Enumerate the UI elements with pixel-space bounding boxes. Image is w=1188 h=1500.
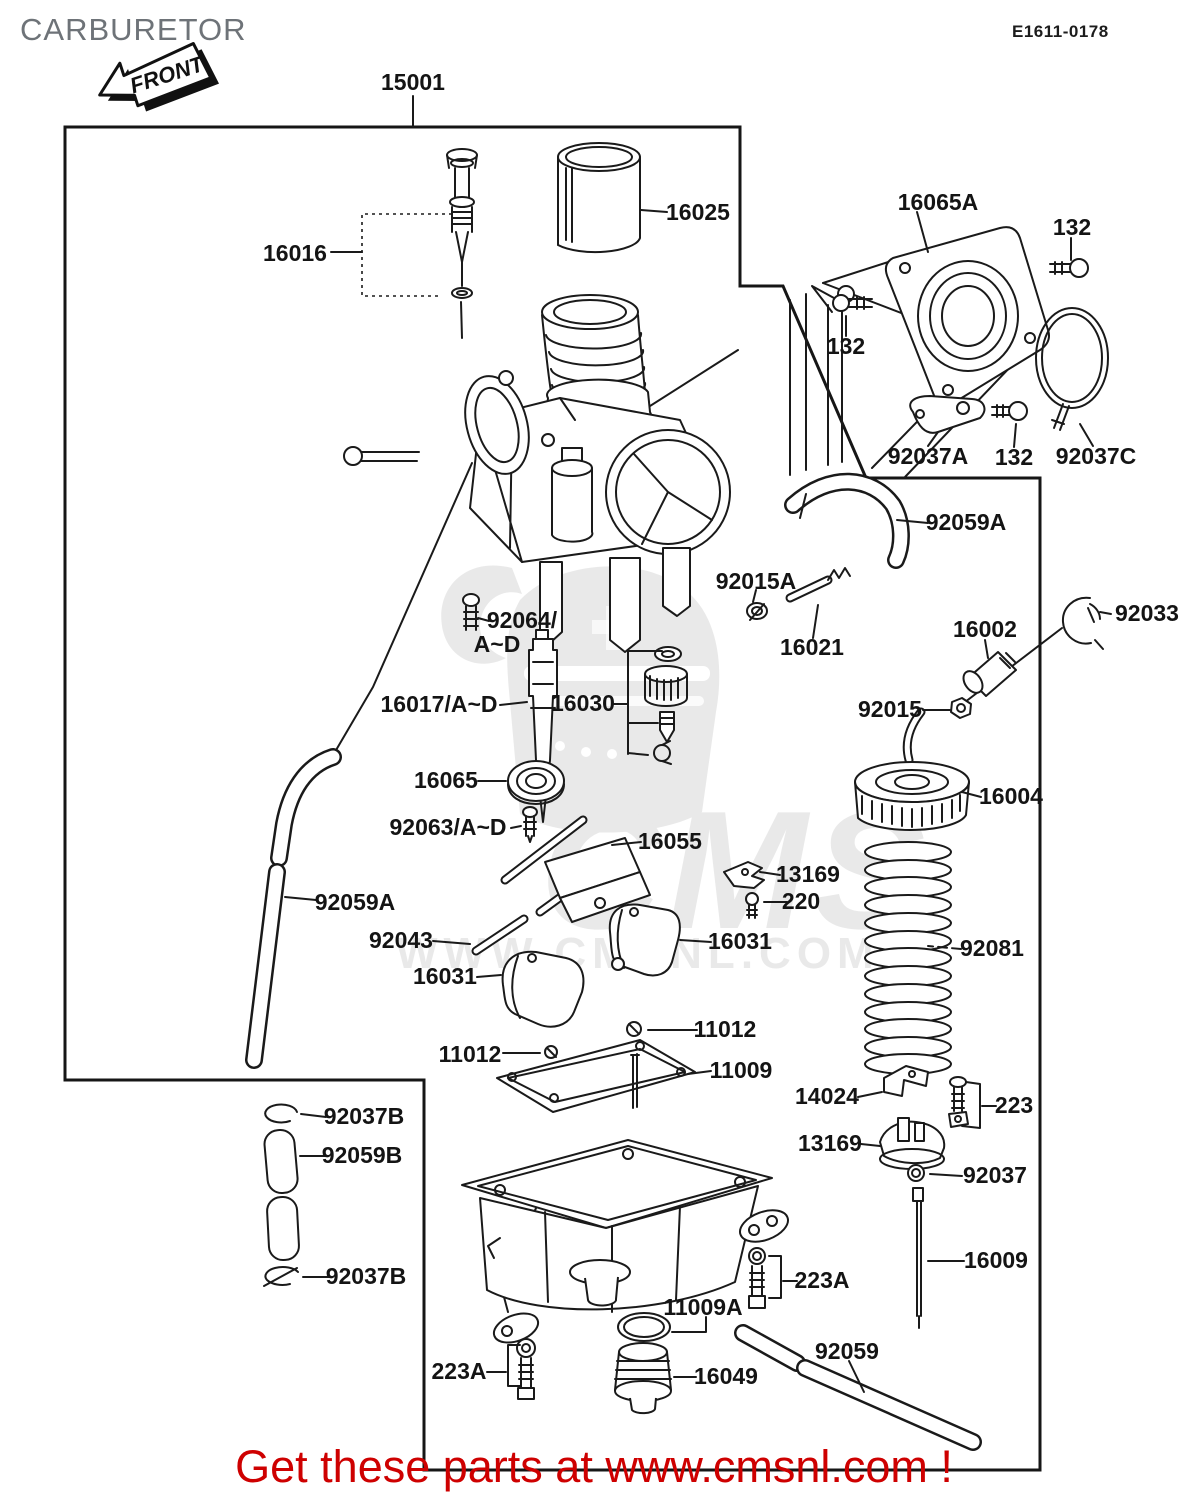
float-pin-92043-drawing [471,914,529,956]
part-label-92033: 92033 [1115,600,1179,626]
adjuster-16002-drawing [962,651,1017,697]
part-label-11009: 11009 [710,1057,773,1083]
part-number-labels: 15001 16016 16025 16065A 132 132 92037A … [263,69,1179,1389]
part-label-16009: 16009 [964,1247,1028,1273]
screws-11012-drawing [544,1021,642,1059]
part-label-92059A-left: 92059A [315,889,396,915]
part-label-11012-right: 11012 [694,1016,757,1042]
part-label-16004: 16004 [979,783,1043,809]
label-leader-lines [284,209,1112,1393]
screw-16021-drawing [746,567,851,621]
part-label-16065: 16065 [414,767,478,793]
part-label-11012-left: 11012 [439,1041,502,1067]
part-label-16031-left: 16031 [413,963,477,989]
page-title: CARBURETOR [20,12,247,47]
part-label-16021: 16021 [780,634,844,660]
part-label-92037: 92037 [963,1162,1027,1188]
front-arrow: FRONT [98,42,219,112]
bearing-16065-drawing [507,760,565,805]
part-label-92037C: 92037C [1056,443,1137,469]
document-code: E1611-0178 [1012,22,1109,41]
part-label-92063: 92063/A~D [390,814,507,840]
part-label-223: 223 [995,1092,1033,1118]
float-16031-right-drawing [608,903,681,977]
clamp-92037C-drawing [1035,307,1109,431]
part-label-16049: 16049 [694,1363,758,1389]
part-label-132-top: 132 [1053,214,1091,240]
part-label-92064-range: A~D [474,631,521,657]
part-label-220: 220 [782,888,820,914]
part-label-16002: 16002 [953,616,1017,642]
intake-manifold-16065A-drawing [884,226,1050,406]
part-label-92015A: 92015A [716,568,797,594]
float-16031-left-drawing [501,950,585,1028]
part-label-92064: 92064/ [487,607,558,633]
bracket-16055-drawing [500,815,651,923]
part-label-92059A-right: 92059A [926,509,1007,535]
spring-92081-drawing [864,841,952,1075]
drain-plug-16049-drawing [614,1342,672,1415]
part-label-13169-top: 13169 [776,861,840,887]
part-label-13169-bottom: 13169 [798,1130,862,1156]
part-label-16016: 16016 [263,240,327,266]
part-label-16017: 16017/A~D [381,691,498,717]
part-label-14024: 14024 [795,1083,859,1109]
part-label-92081: 92081 [960,935,1024,961]
part-label-16055: 16055 [638,828,702,854]
hose-92059-drawing [734,1324,982,1451]
part-label-92059: 92059 [815,1338,879,1364]
cap-16004-drawing [854,707,970,831]
part-label-223A-left: 223A [432,1358,487,1384]
part-label-223A-right: 223A [795,1267,850,1293]
part-label-92037B-bottom: 92037B [326,1263,407,1289]
part-label-92043: 92043 [369,927,433,953]
holder-92037A-drawing [909,395,986,434]
footer-promo-text: Get these parts at www.cmsnl.com ! [235,1441,953,1492]
gasket-drawing [496,1039,696,1113]
nut-92015-drawing [950,697,972,719]
part-label-16030: 16030 [551,690,615,716]
part-label-92037B-top: 92037B [324,1103,405,1129]
bolt-132-drawings [811,258,1089,421]
float-valve-parts-drawing [879,1065,969,1329]
part-label-11009A: 11009A [663,1294,742,1320]
part-label-132-bottom: 132 [995,444,1033,470]
part-label-92037A: 92037A [888,443,969,469]
part-label-16025: 16025 [666,199,730,225]
float-bowl-11009-drawing [461,1139,773,1313]
hose-92059A-left-drawing [245,748,342,1069]
screw-92063-drawing [522,806,538,843]
part-label-16065A: 16065A [898,189,979,215]
throttle-valve-16025-drawing [557,142,641,254]
part-label-15001: 15001 [381,69,445,95]
drain-bolt-223A-right-drawing [739,1209,789,1309]
part-label-92015: 92015 [858,696,922,722]
drain-bolt-223A-left-drawing [492,1312,540,1400]
needle-valve-16016-drawing [361,148,478,339]
carburetor-body-drawing [343,285,855,653]
part-label-132-left: 132 [827,333,865,359]
lever-13169-upper-drawing [723,861,765,919]
screw-92064-drawing [462,593,480,631]
clip-92033-drawing [1061,596,1104,650]
part-label-92059B: 92059B [322,1142,403,1168]
oring-11009A-drawing [617,1312,671,1342]
jet-set-16030-drawing [627,646,688,765]
part-label-16031-right: 16031 [708,928,772,954]
hose-92059A-right-drawing [784,472,910,569]
clips-tubes-left-drawing [263,1103,300,1287]
assembly-outline [63,95,1042,1472]
